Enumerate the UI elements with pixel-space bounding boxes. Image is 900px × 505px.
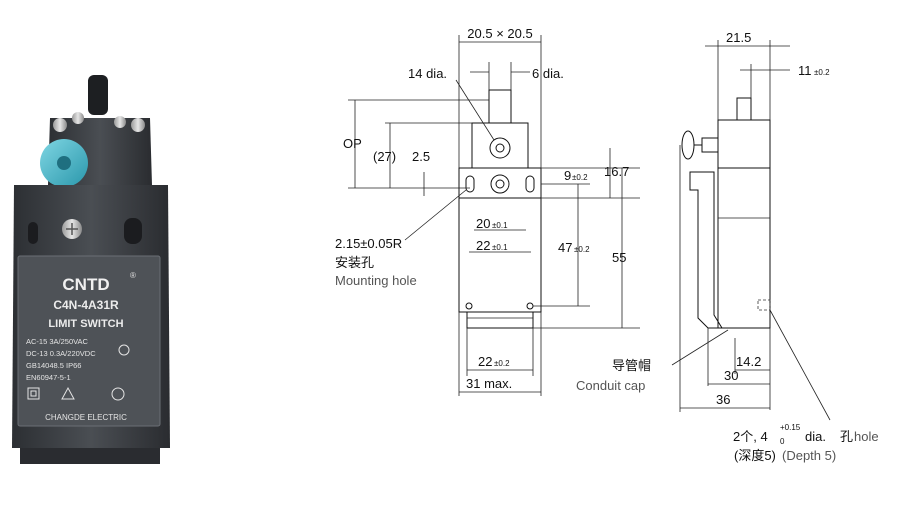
front-body xyxy=(458,197,542,313)
dim-22-inner-label: 22 xyxy=(476,238,490,253)
manufacturer-text: CHANGDE ELECTRIC xyxy=(45,413,127,422)
hole-note-sup: +0.15 xyxy=(780,423,801,432)
dim-21-5-label: 21.5 xyxy=(726,30,751,45)
label-plate xyxy=(17,255,161,427)
bottom-hole-right xyxy=(526,302,534,310)
cap-en-label: Conduit cap xyxy=(576,378,645,393)
hole-note-en: hole xyxy=(854,429,879,444)
standard-gb: GB14048.5 IP66 xyxy=(26,361,81,370)
screw-slot xyxy=(66,223,78,235)
side-cover xyxy=(689,171,723,329)
product-photo: CNTD ® C4N-4A31R LIMIT SWITCH AC-15 3A/2… xyxy=(12,75,170,464)
dim-47-label: 47 xyxy=(558,240,572,255)
leader-mounting-hole xyxy=(404,189,467,241)
actuator-shaft xyxy=(488,89,512,124)
hole-note-cn: 孔 xyxy=(840,429,853,444)
head-screw-icon xyxy=(72,112,84,124)
ccc-mark-icon xyxy=(118,344,130,356)
dim-op-label: OP xyxy=(343,136,362,151)
roller xyxy=(489,137,511,159)
upper-head xyxy=(471,122,529,169)
depth-cn: (深度5) xyxy=(734,448,776,463)
dim-20-tol: ±0.1 xyxy=(492,221,508,230)
dim-22-bottom-tol: ±0.2 xyxy=(494,359,510,368)
mounting-slot-right xyxy=(525,175,535,193)
registered-mark: ® xyxy=(130,271,136,280)
dim-27-label: (27) xyxy=(373,149,396,164)
hole-note-prefix: 2个, 4 xyxy=(733,429,768,444)
bottom-hole-left xyxy=(465,302,473,310)
hole-en-label: Mounting hole xyxy=(335,273,417,288)
hole-dim-label: 2.15±0.05R xyxy=(335,236,402,251)
side-shaft xyxy=(736,97,752,121)
double-insulation-inner xyxy=(30,390,37,397)
dim-2-5-label: 2.5 xyxy=(412,149,430,164)
leader-conduit-cap xyxy=(671,329,729,366)
mounting-slot xyxy=(124,218,142,244)
dim-16-7-label: 16.7 xyxy=(604,164,629,179)
dim-47-tol: ±0.2 xyxy=(574,245,590,254)
side-body xyxy=(717,167,771,329)
rating-ac: AC-15 3A/250VAC xyxy=(26,337,89,346)
dim-9-label: 9 xyxy=(564,168,571,183)
mounting-slot xyxy=(28,222,38,244)
side-roller xyxy=(681,130,695,160)
head-screw-icon xyxy=(131,118,145,132)
hidden-hole xyxy=(757,299,771,311)
side-head xyxy=(717,119,771,169)
hole-note-sub: 0 xyxy=(780,437,785,446)
double-insulation-icon xyxy=(27,387,40,400)
conduit-thread xyxy=(466,311,534,329)
dim-14-2-label: 14.2 xyxy=(736,354,761,369)
conduit-entry xyxy=(20,448,160,464)
dim-31-max-label: 31 max. xyxy=(466,376,512,391)
roller-axle xyxy=(495,143,505,153)
leader-roller xyxy=(455,79,495,141)
model-text: C4N-4A31R xyxy=(53,298,119,312)
warning-triangle-icon xyxy=(61,386,75,400)
side-view: 21.5 11 ±0.2 14.2 30 36 导管帽 Conduit cap … xyxy=(576,30,879,463)
rating-dc: DC-13 0.3A/220VDC xyxy=(26,349,96,358)
dim-11-tol: ±0.2 xyxy=(814,68,830,77)
dim-roller-dia: 14 dia. xyxy=(408,66,447,81)
hole-note-dia: dia. xyxy=(805,429,826,444)
dim-9-tol: ±0.2 xyxy=(572,173,588,182)
cap-cn-label: 导管帽 xyxy=(612,358,651,373)
front-view: 20.5 × 20.5 6 dia. 14 dia. OP (27) 2.5 9… xyxy=(335,26,640,396)
dim-11-label: 11 xyxy=(798,63,812,78)
product-type-text: LIMIT SWITCH xyxy=(48,318,123,330)
dim-22-inner-tol: ±0.1 xyxy=(492,243,508,252)
dim-30-label: 30 xyxy=(724,368,738,383)
dim-22-bottom-label: 22 xyxy=(478,354,492,369)
leader-hole-note xyxy=(769,309,831,421)
head-screw-icon xyxy=(53,118,67,132)
depth-en: (Depth 5) xyxy=(782,448,836,463)
roller-cap-center xyxy=(57,156,71,170)
dim-36-label: 36 xyxy=(716,392,730,407)
plunger xyxy=(88,75,108,115)
dim-shaft-dia: 6 dia. xyxy=(532,66,564,81)
center-screw-icon xyxy=(495,179,505,189)
hole-cn-label: 安装孔 xyxy=(335,255,374,270)
dim-20-label: 20 xyxy=(476,216,490,231)
dim-top-label: 20.5 × 20.5 xyxy=(467,26,532,41)
center-boss xyxy=(490,174,510,194)
ce-mark-icon xyxy=(111,387,125,401)
brand-text: CNTD xyxy=(62,275,109,294)
side-lever xyxy=(701,137,719,153)
dim-55-label: 55 xyxy=(612,250,626,265)
mounting-slot-left xyxy=(465,175,475,193)
standard-en: EN60947-5-1 xyxy=(26,373,71,382)
head-screw-icon xyxy=(114,116,126,128)
